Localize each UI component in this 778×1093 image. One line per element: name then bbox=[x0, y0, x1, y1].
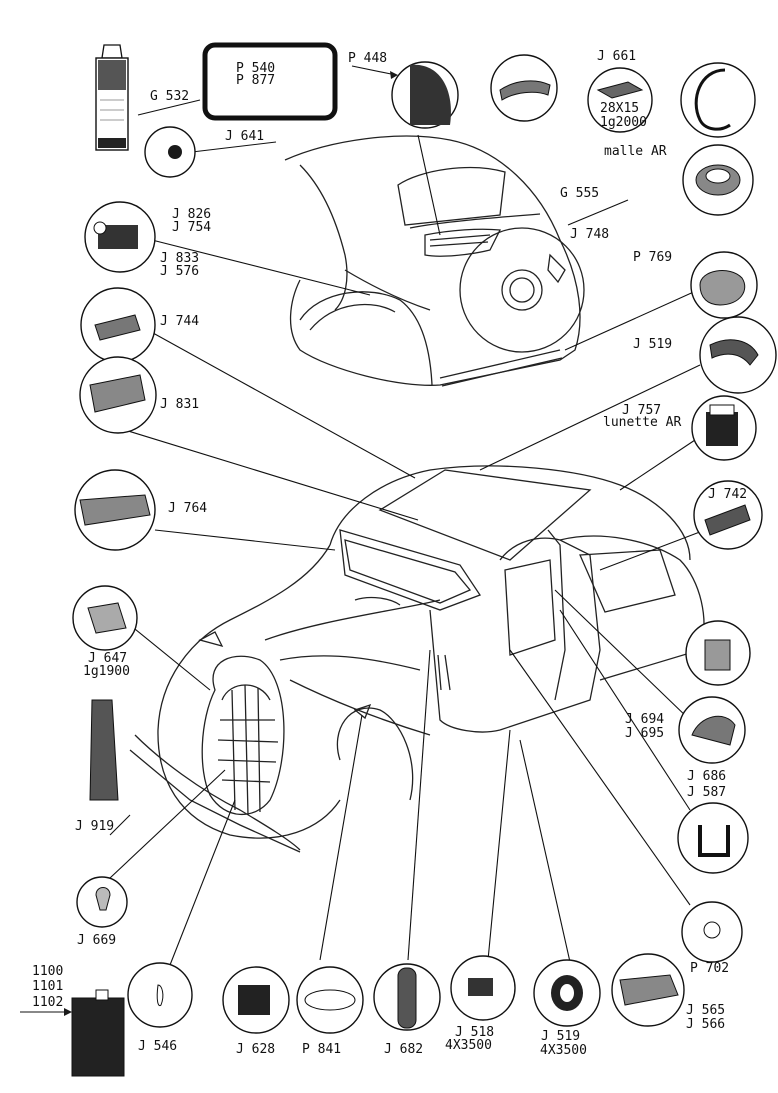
front-car-view bbox=[129, 465, 705, 853]
label-p769: P 769 bbox=[633, 250, 672, 265]
label-j686: J 686 bbox=[687, 769, 726, 784]
label-j831: J 831 bbox=[160, 397, 199, 412]
label-j694: J 694 bbox=[625, 712, 664, 727]
label-j669: J 669 bbox=[77, 933, 116, 948]
label-j754: J 754 bbox=[172, 220, 211, 235]
label-4x3500-b: 4X3500 bbox=[540, 1043, 587, 1058]
label-g532: G 532 bbox=[150, 89, 189, 104]
adhesive-can-icon bbox=[71, 989, 125, 1077]
label-lg1900: 1g1900 bbox=[83, 664, 130, 679]
foam-strip-j919-icon bbox=[89, 699, 119, 801]
label-28x15: 28X15 bbox=[600, 101, 639, 116]
label-g555: G 555 bbox=[560, 186, 599, 201]
label-j566: J 566 bbox=[686, 1017, 725, 1032]
label-j647: J 647 bbox=[88, 651, 127, 666]
u-channel-icon bbox=[677, 802, 749, 874]
label-j519-top: J 519 bbox=[633, 337, 672, 352]
label-p702: P 702 bbox=[690, 961, 729, 976]
sealant-tube-icon bbox=[95, 44, 129, 151]
label-j695: J 695 bbox=[625, 726, 664, 741]
label-j518: J 518 bbox=[455, 1025, 494, 1040]
part-labels: G 532 P 540 P 877 P 448 J 661 28X15 1g20… bbox=[32, 49, 747, 1058]
label-malle-ar: malle AR bbox=[604, 144, 667, 159]
label-j748: J 748 bbox=[570, 227, 609, 242]
label-j587: J 587 bbox=[687, 785, 726, 800]
label-lunette-ar: lunette AR bbox=[603, 415, 681, 430]
window-gasket-icon bbox=[202, 42, 338, 121]
label-1102: 1102 bbox=[32, 995, 63, 1010]
label-j519-bottom: J 519 bbox=[541, 1029, 580, 1044]
label-j764: J 764 bbox=[168, 501, 207, 516]
foam-strip-j661-icon bbox=[587, 67, 653, 133]
label-j833: J 833 bbox=[160, 251, 199, 266]
label-j661: J 661 bbox=[597, 49, 636, 64]
label-j826: J 826 bbox=[172, 207, 211, 222]
label-j546: J 546 bbox=[138, 1039, 177, 1054]
label-j742: J 742 bbox=[708, 487, 747, 502]
label-1100: 1100 bbox=[32, 964, 63, 979]
leader-lines bbox=[20, 65, 706, 1016]
trunk-seal-icon bbox=[680, 62, 756, 138]
label-j757: J 757 bbox=[622, 403, 661, 418]
label-j744: J 744 bbox=[160, 314, 199, 329]
label-lg2000: 1g2000 bbox=[600, 115, 647, 130]
label-p877: P 877 bbox=[236, 73, 275, 88]
label-p540: P 540 bbox=[236, 61, 275, 76]
label-j565: J 565 bbox=[686, 1003, 725, 1018]
label-p448: P 448 bbox=[348, 51, 387, 66]
label-j682: J 682 bbox=[384, 1042, 423, 1057]
rear-car-view bbox=[284, 135, 585, 387]
label-j641: J 641 bbox=[225, 129, 264, 144]
label-1101: 1101 bbox=[32, 979, 63, 994]
label-j919: J 919 bbox=[75, 819, 114, 834]
label-j576: J 576 bbox=[160, 264, 199, 279]
label-4x3500-a: 4X3500 bbox=[445, 1038, 492, 1053]
label-p841: P 841 bbox=[302, 1042, 341, 1057]
label-j628: J 628 bbox=[236, 1042, 275, 1057]
